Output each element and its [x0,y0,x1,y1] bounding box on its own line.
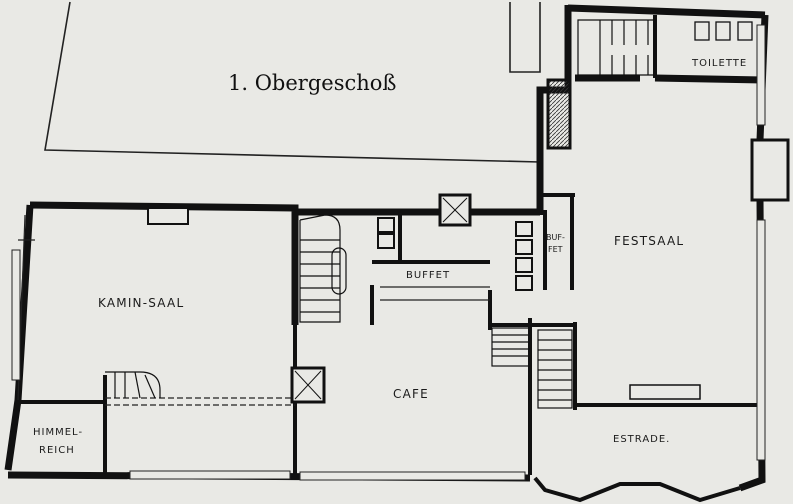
toilet-fixtures [694,21,753,41]
service-boxes [377,217,533,291]
room-label-cafe: CAFE [393,387,429,401]
staircases [105,19,656,409]
estrade-step [629,384,701,400]
room-label-himmelreich-2: REICH [39,445,75,456]
windows [11,24,766,481]
shaft-crosses [294,197,468,400]
adjacent-building [44,1,541,205]
fireplace [147,207,189,225]
room-label-toilette: TOILETTE [691,58,747,69]
room-label-kaminsaal: KAMIN-SAAL [98,296,184,310]
room-label-buffet-small-1: BUF- [546,233,565,242]
partitions [17,214,490,406]
room-label-buffet-small-2: FET [548,245,563,254]
bay-window [750,138,790,202]
room-label-festsaal: FESTSAAL [614,234,684,248]
plan-title: 1. Obergeschoß [228,71,396,95]
room-label-estrade: ESTRADE. [613,434,670,445]
room-label-himmelreich-1: HIMMEL- [33,427,83,438]
estrade-bay [533,476,741,503]
room-label-buffet: BUFFET [406,270,450,281]
wall-pillar [546,78,572,150]
